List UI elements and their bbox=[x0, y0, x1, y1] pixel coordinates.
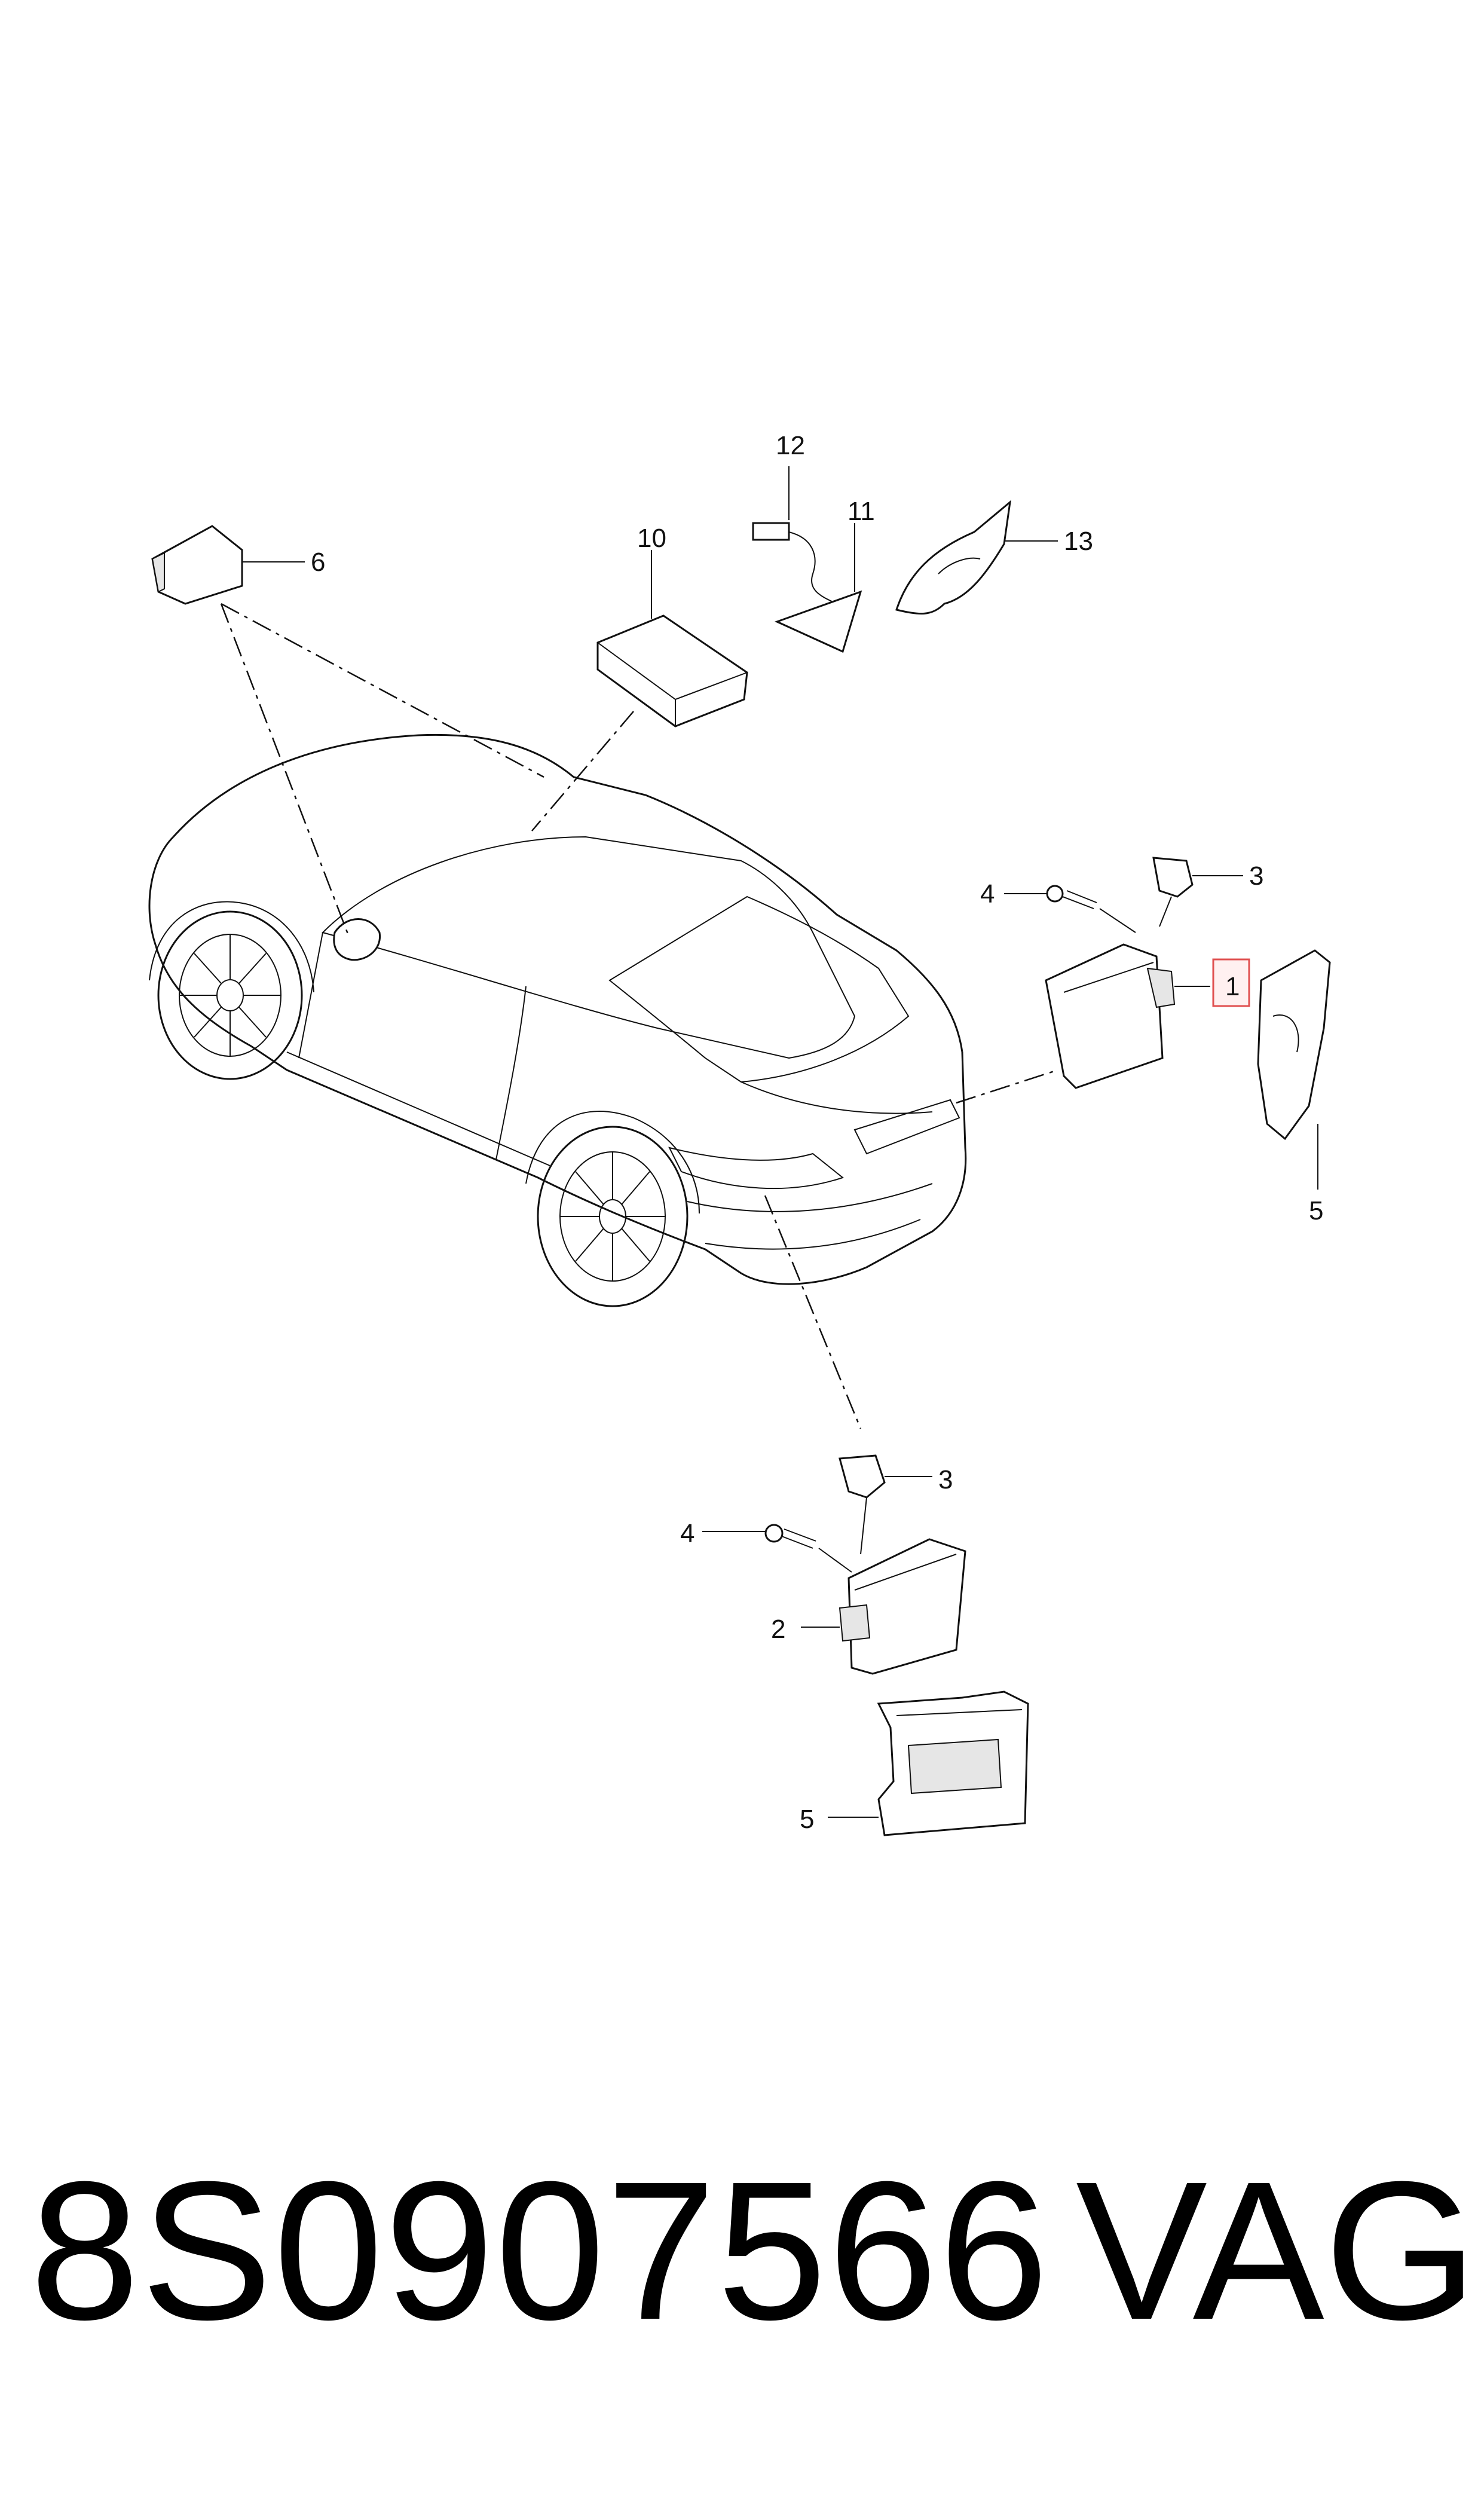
part-5-lower-illustration bbox=[828, 1690, 1029, 1836]
callout-3-upper: 3 bbox=[1249, 861, 1263, 891]
part-2-illustration bbox=[702, 1454, 966, 1675]
callout-5-lower: 5 bbox=[800, 1805, 814, 1834]
callout-13: 13 bbox=[1064, 527, 1093, 556]
part-11-12-illustration bbox=[752, 466, 862, 653]
part-13-illustration bbox=[895, 500, 1058, 615]
callout-2: 2 bbox=[771, 1615, 785, 1644]
callout-3-lower: 3 bbox=[938, 1465, 953, 1494]
brand-name: VAG bbox=[1076, 2140, 1478, 2361]
leader-lines bbox=[220, 603, 1058, 1429]
callout-11: 11 bbox=[847, 497, 875, 526]
callout-12: 12 bbox=[776, 431, 805, 460]
callout-6: 6 bbox=[311, 548, 325, 577]
part-10-illustration bbox=[596, 550, 748, 727]
callout-4-lower: 4 bbox=[680, 1519, 694, 1548]
callout-1-highlight-box bbox=[1212, 958, 1250, 1007]
callout-5-right: 5 bbox=[1309, 1196, 1323, 1225]
callouts: 12 11 13 10 6 4 3 1 5 3 4 2 5 bbox=[311, 431, 1323, 1834]
part-1-illustration bbox=[1004, 857, 1243, 1089]
callout-4-upper: 4 bbox=[980, 879, 995, 909]
part-6-illustration bbox=[151, 525, 305, 605]
part-5-right-illustration bbox=[1257, 949, 1331, 1190]
callout-1: 1 bbox=[1225, 972, 1240, 1001]
part-number: 8S0907566 bbox=[30, 2140, 1050, 2361]
callout-10: 10 bbox=[637, 524, 666, 553]
car-illustration bbox=[148, 733, 967, 1307]
